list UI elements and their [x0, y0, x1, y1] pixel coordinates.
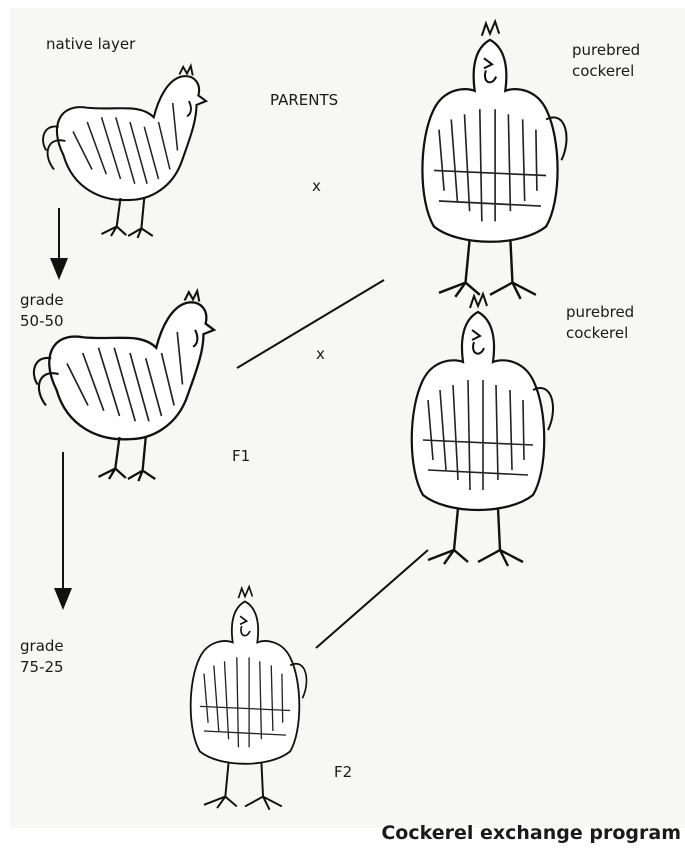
arrow-down-icon — [50, 208, 68, 280]
cross-symbol-2: x — [316, 344, 325, 365]
native-layer-label: native layer — [46, 34, 135, 55]
f1-label: F1 — [232, 446, 250, 467]
purebred-cockerel-2-icon — [412, 294, 553, 566]
f2-hen-icon — [191, 587, 307, 810]
purebred-cockerel-icon — [422, 21, 566, 298]
f2-label: F2 — [334, 762, 352, 783]
cross-symbol-1: x — [312, 176, 321, 197]
figure-caption: Cockerel exchange program — [381, 822, 681, 844]
parents-label: PARENTS — [270, 90, 338, 111]
native-layer-hen-icon — [43, 66, 206, 238]
cross-line-f2 — [316, 550, 428, 648]
cross-line-f1 — [237, 280, 384, 368]
arrow-down-2-icon — [54, 452, 72, 610]
